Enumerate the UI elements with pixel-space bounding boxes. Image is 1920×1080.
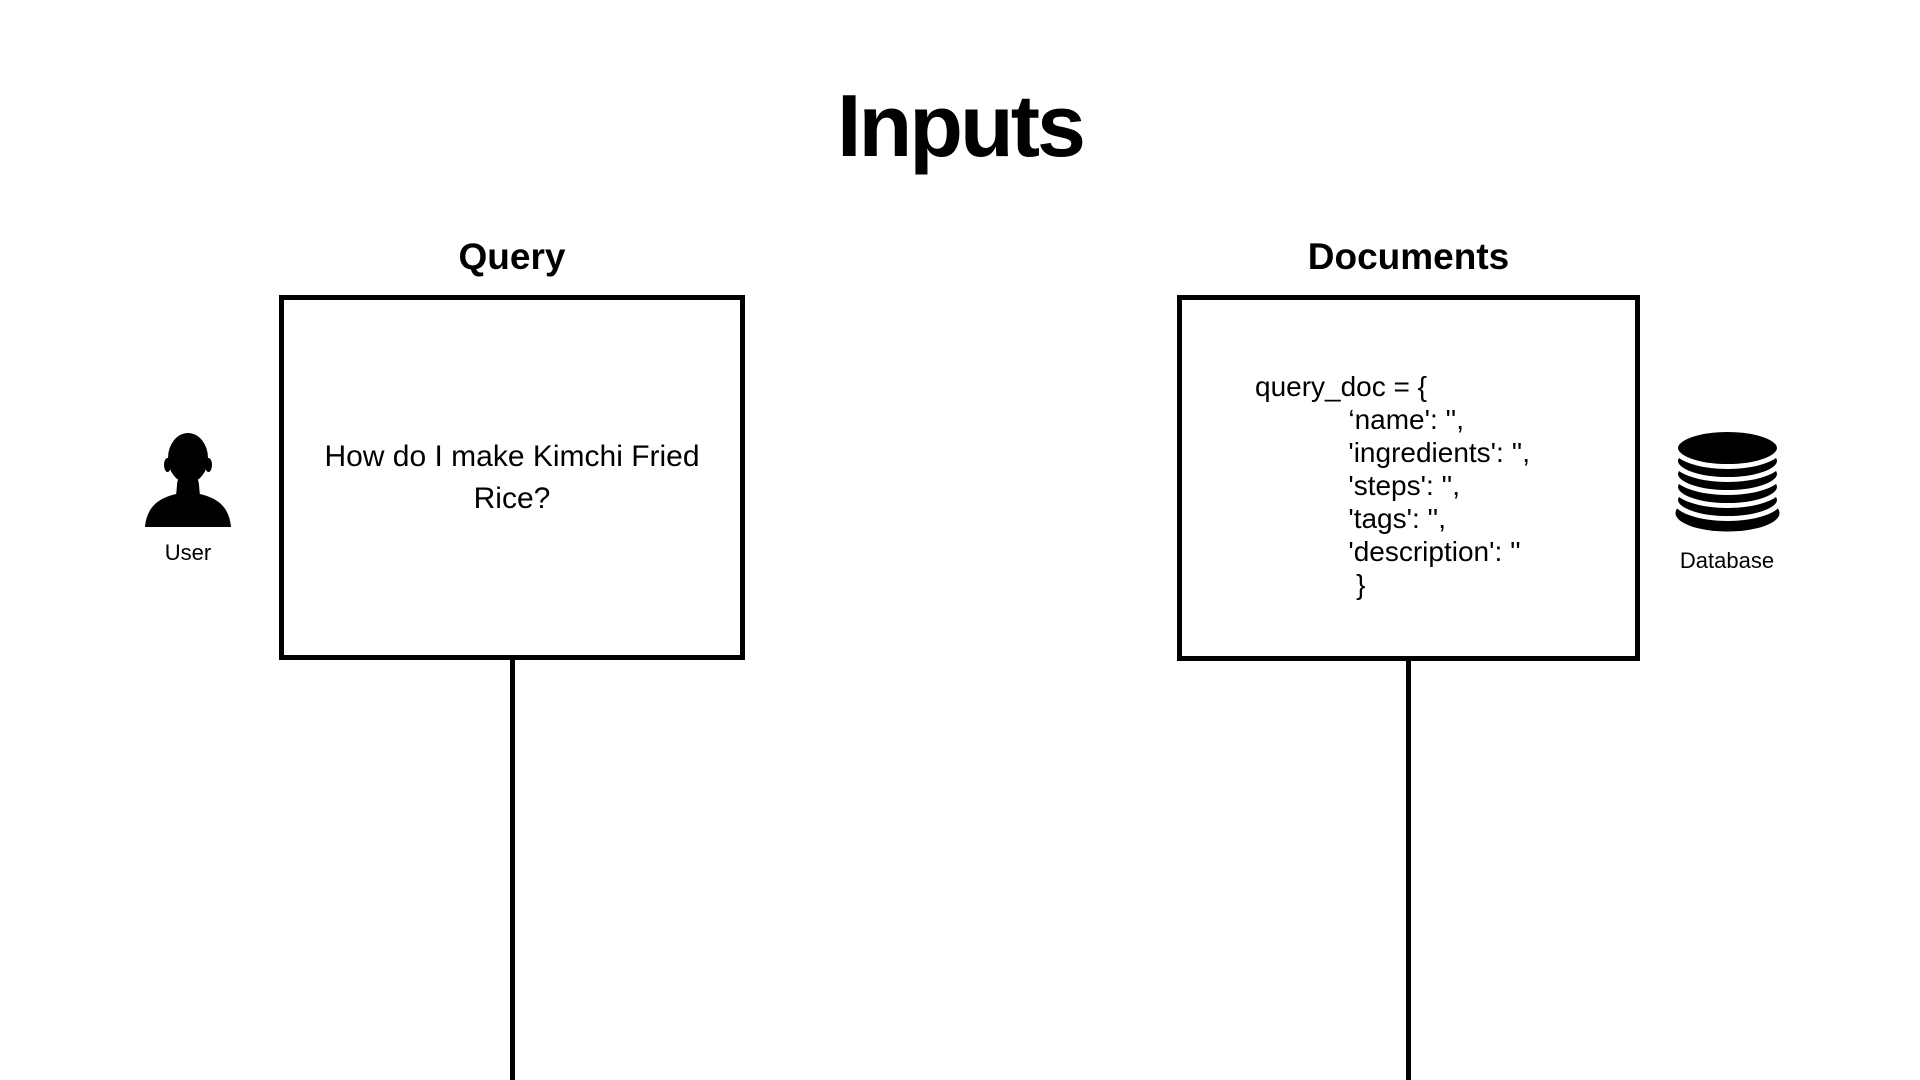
code-line: 'tags': '', [1255,503,1446,534]
user-icon [138,432,238,527]
code-line: ‘name': '', [1255,404,1464,435]
query-box-text: How do I make Kimchi Fried Rice? [324,439,700,515]
user-icon-label: User [164,540,212,565]
documents-section-heading: Documents [1307,236,1510,277]
database-icon-label: Database [1679,548,1775,573]
query-doc-code-block: query_doc = { ‘name': '', 'ingredients':… [1255,370,1530,601]
code-line: 'description': '' [1255,536,1521,567]
code-line: } [1255,569,1366,600]
page-title: Inputs [837,76,1086,175]
documents-box: query_doc = { ‘name': '', 'ingredients':… [1177,295,1640,661]
query-box: How do I make Kimchi Fried Rice? [279,295,745,660]
query-section-heading: Query [458,236,566,277]
code-line: 'ingredients': '', [1255,437,1531,468]
code-line: query_doc = { [1255,371,1428,402]
documents-connector-line [1406,659,1411,1080]
database-icon [1672,427,1783,532]
query-connector-line [510,658,515,1080]
code-line: 'steps': '', [1255,470,1460,501]
